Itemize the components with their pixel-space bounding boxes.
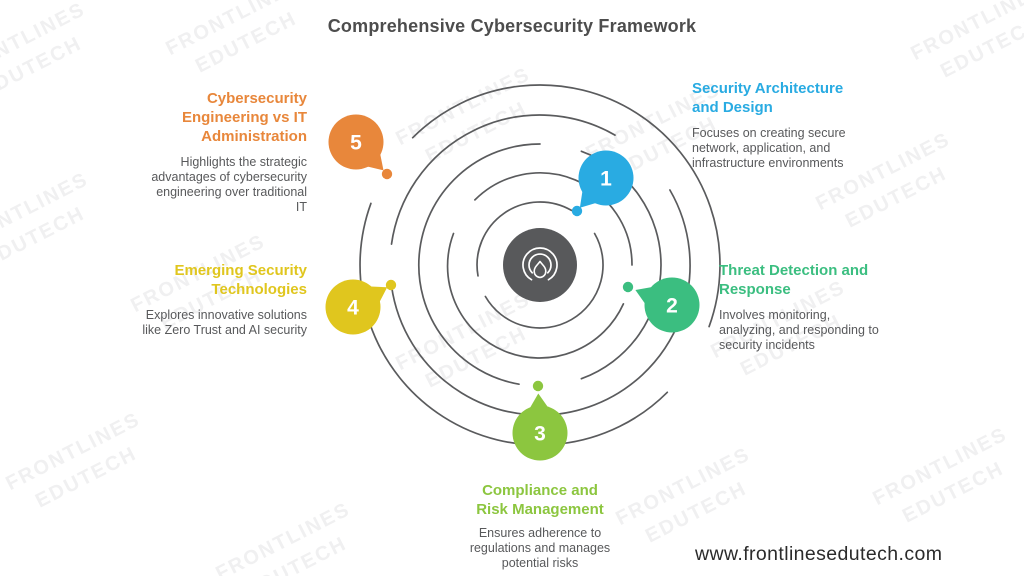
- bubble-circle: [644, 277, 700, 333]
- bubble-circle: [325, 279, 381, 335]
- step-bubble-1: 1: [578, 150, 634, 208]
- hub-circle: [503, 228, 577, 302]
- step-number: 5: [350, 132, 362, 155]
- spiral-arc: [476, 201, 573, 277]
- flame-alarm-icon: [522, 247, 558, 281]
- bubble-circle: [512, 405, 568, 461]
- step-number: 3: [534, 423, 546, 446]
- flame-alarm-icon: [528, 253, 552, 274]
- step-dot-3: [532, 380, 544, 392]
- item-3-title: Compliance and Risk Management: [476, 482, 604, 518]
- step-dot-5: [381, 168, 393, 180]
- spiral-arc: [417, 143, 541, 386]
- step-bubble-4: 4: [325, 279, 388, 335]
- bubble-circle: [328, 114, 384, 170]
- step-dot-2: [622, 281, 634, 293]
- item-4-block: Emerging Security Technologies Explores …: [130, 261, 307, 338]
- spiral-arc: [446, 232, 625, 359]
- spiral-arc: [390, 189, 691, 416]
- item-2-block: Threat Detection and Response Involves m…: [719, 261, 884, 353]
- step-bubble-2: 2: [635, 277, 700, 333]
- website-url: www.frontlinesedutech.com: [695, 543, 943, 565]
- step-dot-4: [385, 279, 397, 291]
- bubble-circle: [578, 150, 634, 206]
- item-1-block: Security Architecture and Design Focuses…: [692, 79, 847, 171]
- center-hub: [503, 228, 577, 302]
- item-4-description: Explores innovative solutions like Zero …: [142, 308, 307, 337]
- page-title: Comprehensive Cybersecurity Framework: [327, 16, 697, 36]
- item-2-description: Involves monitoring, analyzing, and resp…: [719, 308, 879, 352]
- spiral-arc: [484, 232, 604, 329]
- item-3-block: Compliance and Risk Management Ensures a…: [440, 481, 640, 571]
- step-number: 2: [666, 295, 678, 318]
- item-1-title: Security Architecture and Design: [692, 80, 844, 116]
- step-bubble-3: 3: [512, 393, 568, 461]
- item-3-description: Ensures adherence to regulations and man…: [469, 526, 611, 570]
- item-5-description: Highlights the strategic advantages of c…: [151, 155, 307, 214]
- step-dot-1: [571, 205, 583, 217]
- item-1-description: Focuses on creating secure network, appl…: [692, 126, 846, 170]
- step-bubble-5: 5: [328, 114, 384, 171]
- item-5-title: Cybersecurity Engineering vs IT Administ…: [181, 90, 307, 145]
- step-number: 1: [600, 168, 612, 191]
- spiral-arc: [359, 202, 669, 446]
- spiral-arc: [411, 84, 721, 328]
- item-2-title: Threat Detection and Response: [719, 262, 869, 298]
- flame-icon: [533, 260, 547, 279]
- item-5-block: Cybersecurity Engineering vs IT Administ…: [147, 89, 307, 215]
- step-number: 4: [347, 297, 359, 320]
- item-4-title: Emerging Security Technologies: [174, 262, 307, 298]
- spiral-arc: [390, 114, 616, 245]
- spiral-arc: [474, 172, 633, 266]
